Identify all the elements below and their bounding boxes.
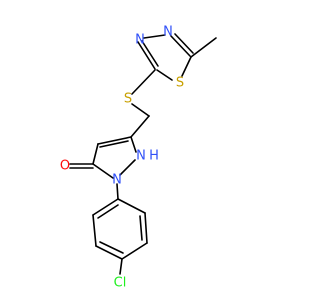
bond — [144, 212, 148, 244]
atom-s-thiadiazole: S — [176, 76, 184, 91]
pyrazolone-ring — [69, 136, 137, 200]
bond — [130, 136, 137, 153]
bond — [92, 214, 97, 247]
bond — [121, 242, 148, 260]
atom-nh-hydrogen: H — [149, 149, 159, 164]
bond — [117, 198, 146, 214]
bond — [181, 56, 192, 77]
bond — [119, 159, 136, 176]
atom-n-thiadiazole-top: N — [163, 25, 173, 40]
bond — [97, 136, 132, 145]
bond — [92, 198, 119, 216]
bond — [170, 35, 191, 57]
atom-n-pyrazole: N — [112, 173, 122, 188]
atom-nh-pyrazole: N — [136, 149, 146, 164]
chlorophenyl-ring — [92, 198, 148, 275]
bond — [99, 140, 129, 148]
bond — [139, 215, 143, 241]
bond — [137, 41, 156, 70]
bond — [141, 40, 159, 67]
atom-o-carbonyl: O — [60, 159, 70, 174]
bond — [131, 69, 156, 95]
bond — [174, 33, 194, 54]
atom-s-thioether: S — [124, 92, 132, 107]
bond — [156, 69, 173, 81]
thiadiazole-ring — [137, 33, 217, 81]
structure-drawing: N N S S N H N O Cl — [60, 25, 217, 291]
atom-chlorine: Cl — [114, 276, 127, 291]
bond — [131, 103, 150, 117]
methyl-bond — [190, 37, 217, 58]
thioether-linker — [130, 69, 156, 138]
bond — [97, 204, 119, 219]
molecule-diagram: N N S S N H N O Cl — [59, 24, 217, 291]
chlorine-bond — [119, 258, 123, 275]
bond — [143, 34, 166, 39]
atom-labels: N N S S N H N O Cl — [60, 25, 184, 291]
bond — [95, 245, 123, 260]
bond — [92, 143, 99, 165]
bond — [130, 115, 150, 138]
bond — [92, 163, 114, 179]
bond — [116, 183, 119, 200]
atom-n-thiadiazole-left: N — [135, 33, 145, 48]
bond — [99, 241, 124, 254]
